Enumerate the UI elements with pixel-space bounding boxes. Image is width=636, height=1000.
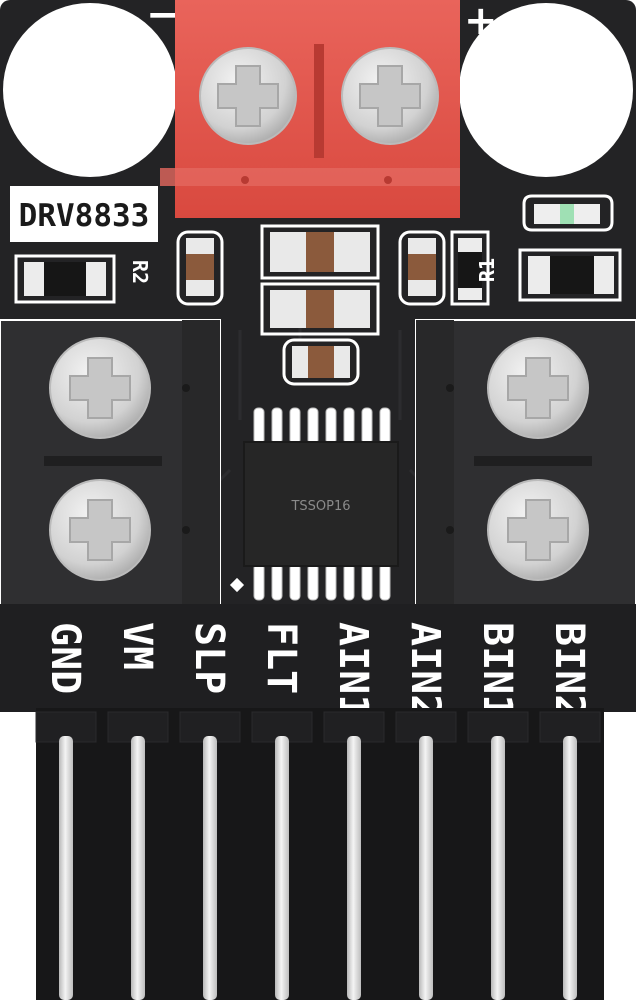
ic-lead bbox=[379, 563, 391, 601]
ic-lead bbox=[271, 407, 283, 445]
pin-header-base bbox=[36, 708, 604, 1000]
ic-lead bbox=[307, 407, 319, 445]
header-pin bbox=[59, 736, 73, 1000]
polarity-plus-label: + bbox=[464, 0, 498, 44]
ic-lead bbox=[253, 407, 265, 445]
mounting-hole-right bbox=[459, 3, 633, 177]
screw-icon bbox=[49, 479, 151, 581]
resistor-r3 bbox=[518, 248, 622, 302]
ic-lead bbox=[379, 407, 391, 445]
pin-header-housing bbox=[0, 604, 636, 712]
capacitor-c2 bbox=[260, 224, 380, 280]
header-pin bbox=[203, 736, 217, 1000]
motor-b-terminal-block bbox=[415, 319, 636, 607]
pin-label: BIN2 bbox=[546, 622, 592, 718]
capacitor-c5 bbox=[398, 230, 446, 306]
pin-label: VM bbox=[114, 622, 160, 670]
header-pin bbox=[563, 736, 577, 1000]
pin-label: FLT bbox=[258, 622, 304, 694]
ic-lead bbox=[343, 563, 355, 601]
header-pin bbox=[275, 736, 289, 1000]
pin-label: AIN2 bbox=[402, 622, 448, 718]
ic-lead bbox=[361, 407, 373, 445]
chip-name-box bbox=[10, 186, 158, 242]
pin-label: AIN1 bbox=[330, 622, 376, 718]
screw-icon bbox=[487, 479, 589, 581]
r2-label: R2 bbox=[128, 260, 152, 284]
capacitor-c4 bbox=[282, 338, 360, 386]
mounting-hole-left bbox=[3, 3, 177, 177]
chip-name-label: DRV8833 bbox=[19, 198, 150, 234]
ic-lead bbox=[325, 407, 337, 445]
pin-label: SLP bbox=[186, 622, 232, 694]
screw-icon bbox=[199, 47, 297, 145]
resistor-r1 bbox=[450, 230, 490, 306]
pin-labels: GND VM SLP FLT AIN1 AIN2 BIN1 BIN2 bbox=[42, 622, 592, 718]
pin1-marker bbox=[229, 577, 245, 593]
polarity-minus-label: − bbox=[146, 0, 180, 38]
header-pin bbox=[131, 736, 145, 1000]
screw-icon bbox=[487, 337, 589, 439]
ic-lead bbox=[289, 563, 301, 601]
screw-icon bbox=[341, 47, 439, 145]
ic-lead bbox=[307, 563, 319, 601]
driver-ic: TSSOP16 bbox=[243, 407, 399, 601]
status-led bbox=[522, 194, 614, 232]
motor-a-terminal-block bbox=[0, 319, 221, 607]
ic-lead bbox=[361, 563, 373, 601]
resistor-r2 bbox=[14, 254, 116, 304]
header-pin bbox=[347, 736, 361, 1000]
capacitor-c3 bbox=[260, 282, 380, 336]
ic-package-label: TSSOP16 bbox=[290, 499, 350, 514]
header-pin bbox=[419, 736, 433, 1000]
header-pins bbox=[35, 711, 601, 1000]
ic-lead bbox=[289, 407, 301, 445]
pin-label: BIN1 bbox=[474, 622, 520, 718]
ic-lead bbox=[253, 563, 265, 601]
r1-label: R1 bbox=[475, 258, 499, 282]
ic-lead bbox=[325, 563, 337, 601]
header-pin bbox=[491, 736, 505, 1000]
ic-lead bbox=[271, 563, 283, 601]
power-terminal-block bbox=[160, 0, 460, 218]
pin-label: GND bbox=[42, 622, 88, 694]
capacitor-c1 bbox=[176, 230, 224, 306]
screw-icon bbox=[49, 337, 151, 439]
ic-lead bbox=[343, 407, 355, 445]
